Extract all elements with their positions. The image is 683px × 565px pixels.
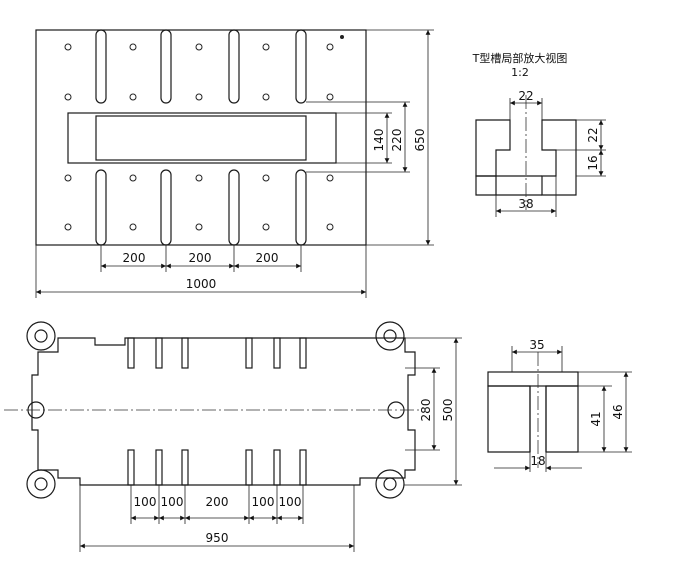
detail-dim-16: 16 [586,155,600,170]
bottom-view: 280 500 100 100 200 100 100 950 [4,321,462,552]
t-slot-detail: T型槽局部放大视图 1:2 22 22 16 38 [472,51,606,217]
plan-vertical-dims: 140 220 650 [306,29,434,246]
dim-100-a: 100 [134,495,157,509]
center-slot-outer [67,112,337,164]
detail-left-hatch [475,119,511,177]
detail-dim-22-top: 22 [518,89,533,103]
detail-title: T型槽局部放大视图 [472,51,568,65]
plate-outline [35,29,367,246]
lower-slots [95,169,307,246]
dim-650: 650 [413,129,427,152]
dim-500: 500 [441,399,455,422]
dim-200-bottom: 200 [206,495,229,509]
detail-dim-22-side: 22 [586,127,600,142]
bolt-holes [64,43,334,231]
dim-1000: 1000 [186,277,217,291]
section-dim-18: 18 [530,454,545,468]
dim-950: 950 [206,531,229,545]
section-right-hatch [545,385,579,453]
detail-dim-38: 38 [518,197,533,211]
section-dim-46: 46 [611,404,625,419]
dim-200-a: 200 [123,251,146,265]
upper-ribs [127,337,307,369]
base-outline [31,337,416,486]
upper-slots [95,29,307,104]
section-view: 35 41 46 18 [487,338,632,472]
dim-100-b: 100 [161,495,184,509]
section-top-flange [487,371,579,387]
corner-mark [340,35,344,39]
section-dim-41: 41 [589,411,603,426]
detail-right-hatch [541,119,577,196]
plan-horizontal-dims: 200 200 200 1000 [35,245,367,298]
plan-view: 140 220 650 200 200 200 1000 [35,29,434,298]
dim-140: 140 [372,129,386,152]
detail-scale: 1:2 [511,66,529,79]
section-dim-35: 35 [529,338,544,352]
dim-280: 280 [419,399,433,422]
center-slot-inner [95,115,307,161]
lower-ribs [127,449,307,486]
section-left-hatch [487,385,531,453]
dim-200-c: 200 [256,251,279,265]
dim-220: 220 [390,129,404,152]
dim-100-d: 100 [279,495,302,509]
dim-100-c: 100 [252,495,275,509]
dim-200-b: 200 [189,251,212,265]
